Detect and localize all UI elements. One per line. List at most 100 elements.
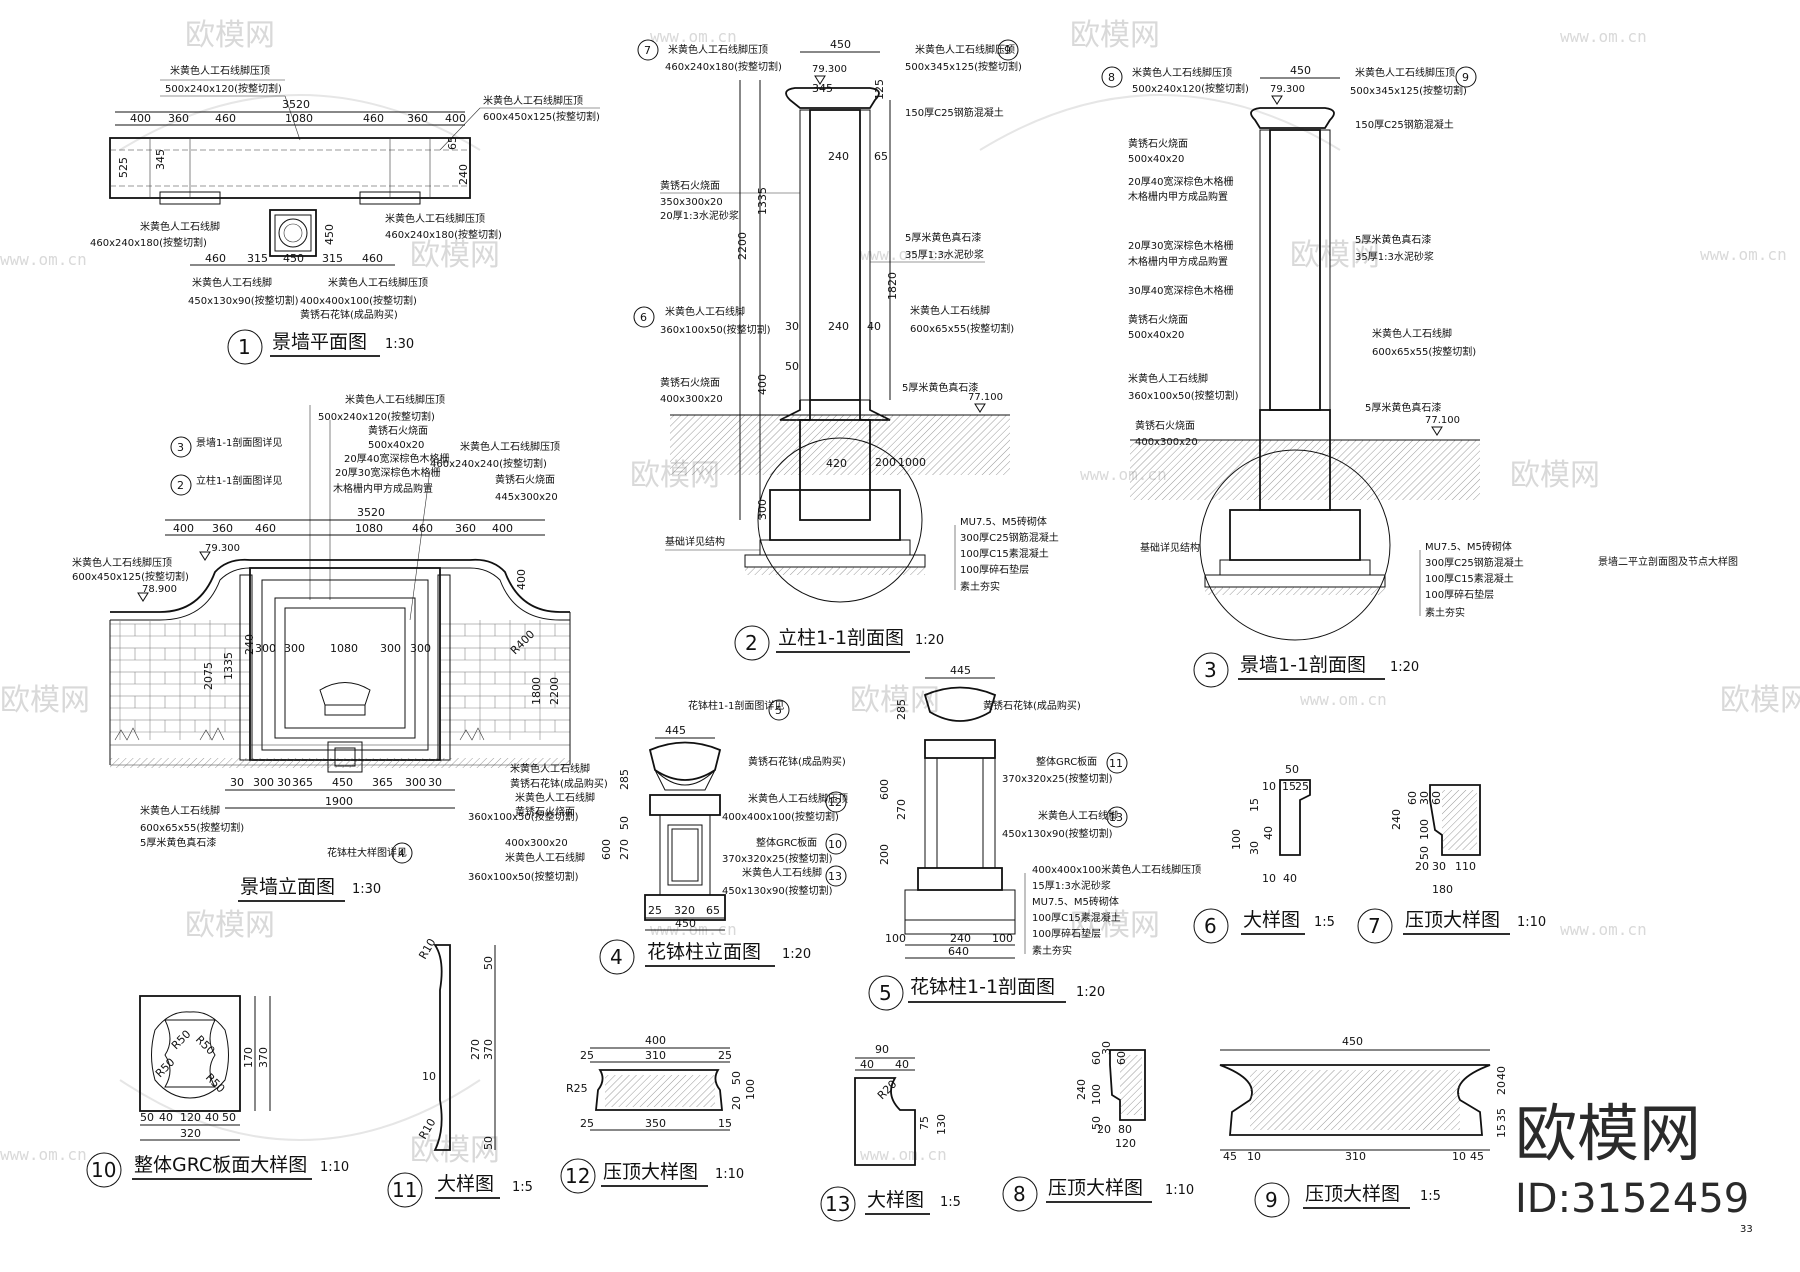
- dimension: 370: [257, 1047, 270, 1068]
- drawing-number: 8: [1013, 1182, 1026, 1206]
- drawing-title: 景墙1-1剖面图: [1240, 654, 1366, 676]
- dimension: 30: [785, 320, 799, 333]
- level-mark: 77.100: [1425, 415, 1460, 426]
- drawing-scale: 1:20: [1076, 985, 1105, 1000]
- callout-text: 米黄色人工石线脚压顶: [748, 792, 848, 805]
- dimension: R50: [169, 1028, 193, 1052]
- dimension: 100: [992, 932, 1013, 945]
- dimension: 400: [645, 1034, 666, 1047]
- watermark: 欧模网: [185, 908, 275, 943]
- callout-text: 米黄色人工石线脚: [510, 762, 590, 775]
- callout-text: 米黄色人工石线脚压顶: [1355, 66, 1455, 79]
- dimension: 240: [1075, 1079, 1088, 1100]
- detail-ref: 13: [1109, 811, 1123, 824]
- dimension: 1000: [898, 456, 926, 469]
- callout-text: 立柱1-1剖面图详见: [196, 474, 282, 487]
- dimension: 110: [1455, 860, 1476, 873]
- dimension: 300: [284, 642, 305, 655]
- callout-text: 35厚1:3水泥砂浆: [1355, 250, 1434, 263]
- dimension: 170: [242, 1047, 255, 1068]
- dimension: 640: [948, 945, 969, 958]
- callout-text: 500x240x120(按整切割): [318, 410, 435, 423]
- drawing-title: 立柱1-1剖面图: [778, 627, 904, 649]
- dimension: 30: [1248, 841, 1261, 855]
- planter-column-elevation: 5 花钵柱1-1剖面图详见 445 黄锈石花钵(成品购买) 米黄色人工石线脚压顶…: [599, 699, 848, 975]
- dimension: 30: [428, 776, 442, 789]
- callout-text: 500x40x20: [1128, 330, 1184, 341]
- dimension: 100: [744, 1079, 757, 1100]
- detail-ref: 6: [640, 311, 647, 324]
- dimension: 315: [247, 252, 268, 265]
- dimension: 20: [730, 1096, 743, 1110]
- dimension: 30: [230, 776, 244, 789]
- detail-ref: 9: [1462, 71, 1469, 84]
- level-mark: 77.100: [968, 392, 1003, 403]
- drawing-scale: 1:10: [1517, 915, 1546, 930]
- dimension: 35: [1495, 1108, 1508, 1122]
- callout-text: 木格栅内甲方成品购置: [1128, 255, 1228, 268]
- callout-text: 35厚1:3水泥砂浆: [905, 248, 984, 261]
- dimension: 420: [826, 457, 847, 470]
- dimension: R50: [203, 1071, 227, 1095]
- callout-text: 米黄色人工石线脚: [910, 304, 990, 317]
- dimension: 400: [173, 522, 194, 535]
- watermark: www.om.cn: [0, 250, 87, 269]
- callout-text: 100厚C15素混凝土: [1032, 911, 1121, 924]
- drawing-title: 大样图: [1243, 909, 1300, 931]
- watermark: www.om.cn: [0, 1145, 87, 1164]
- dimension: 270: [895, 799, 908, 820]
- dimension: 40: [860, 1058, 874, 1071]
- dimension: 450: [675, 917, 696, 930]
- dimension: 460: [362, 252, 383, 265]
- dimension: 300: [756, 499, 769, 520]
- callout-text: 600x450x125(按整切割): [483, 110, 600, 123]
- brand-logo: 欧模网 ID:3152459: [1515, 1097, 1749, 1222]
- dimension: 2200: [736, 232, 749, 260]
- callout-text: 500x345x125(按整切割): [905, 60, 1022, 73]
- dimension: 300: [255, 642, 276, 655]
- dimension: 10: [1262, 872, 1276, 885]
- dimension: 240: [828, 320, 849, 333]
- dimension: 50: [222, 1111, 236, 1124]
- dimension: R25: [566, 1082, 588, 1095]
- watermark: www.om.cn: [1300, 690, 1387, 709]
- level-mark: 79.300: [812, 64, 847, 75]
- detail-9: 450 45 10 310 10 45 40 20 35 15 9 压顶大样图 …: [1219, 1035, 1508, 1218]
- drawing-number: 6: [1204, 914, 1217, 938]
- drawing-title: 花钵柱1-1剖面图: [910, 976, 1055, 998]
- dimension: 2075: [202, 662, 215, 690]
- dimension: 370: [482, 1039, 495, 1060]
- callout-text: 500x40x20: [1128, 154, 1184, 165]
- drawing-title: 大样图: [437, 1173, 494, 1195]
- callout-text: 黄锈石火烧面: [660, 179, 720, 192]
- drawing-title: 整体GRC板面大样图: [134, 1154, 307, 1176]
- callout-text: MU7.5、M5砖砌体: [1032, 895, 1119, 908]
- dimension: 450: [323, 224, 336, 245]
- dimension: 345: [812, 82, 833, 95]
- callout-text: 460x240x240(按整切割): [430, 457, 547, 470]
- drawing-title: 压顶大样图: [603, 1161, 698, 1183]
- watermark: 欧模网: [850, 683, 940, 718]
- dimension: 360: [455, 522, 476, 535]
- callout-text: 米黄色人工石线脚压顶: [915, 43, 1015, 56]
- dimension: 450: [1290, 64, 1311, 77]
- callout-text: 整体GRC板面: [1036, 755, 1097, 768]
- dimension: 10: [422, 1070, 436, 1083]
- elevation-view: 3 景墙1-1剖面图详见 2 立柱1-1剖面图详见 米黄色人工石线脚压顶 500…: [72, 393, 608, 902]
- callout-text: 600x65x55(按整切割): [1372, 345, 1476, 358]
- callout-text: 景墙1-1剖面图详见: [196, 436, 282, 449]
- watermark: 欧模网: [1070, 18, 1160, 53]
- drawing-scale: 1:10: [320, 1160, 349, 1175]
- dimension: 120: [1115, 1137, 1136, 1150]
- callout-text: 米黄色人工石线脚压顶: [170, 64, 270, 77]
- callout-text: 花钵柱大样图详见: [327, 846, 407, 859]
- callout-text: 400x400x100米黄色人工石线脚压顶: [1032, 863, 1201, 876]
- dimension: 40: [895, 1058, 909, 1071]
- dimension: 600: [600, 839, 613, 860]
- dimension: 450: [332, 776, 353, 789]
- dimension: 285: [895, 699, 908, 720]
- dimension: 460: [205, 252, 226, 265]
- dimension: 300: [405, 776, 426, 789]
- dimension: 270: [618, 839, 631, 860]
